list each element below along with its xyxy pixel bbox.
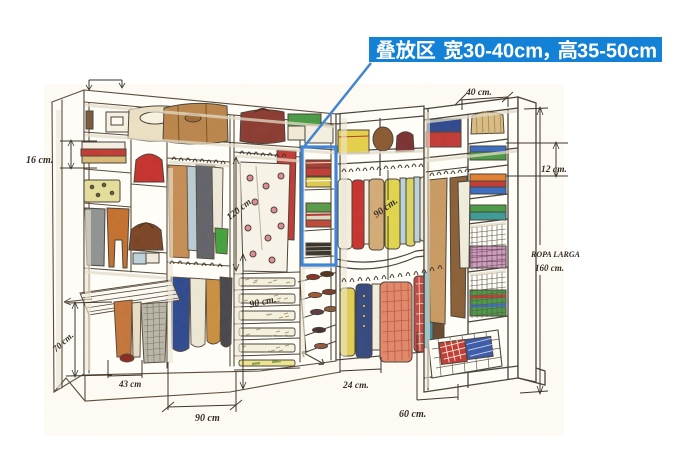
- svg-text:30-40cm: 30-40cm: [463, 41, 543, 63]
- svg-text:16 cm.: 16 cm.: [26, 155, 53, 166]
- svg-text:35-50cm: 35-50cm: [577, 41, 657, 63]
